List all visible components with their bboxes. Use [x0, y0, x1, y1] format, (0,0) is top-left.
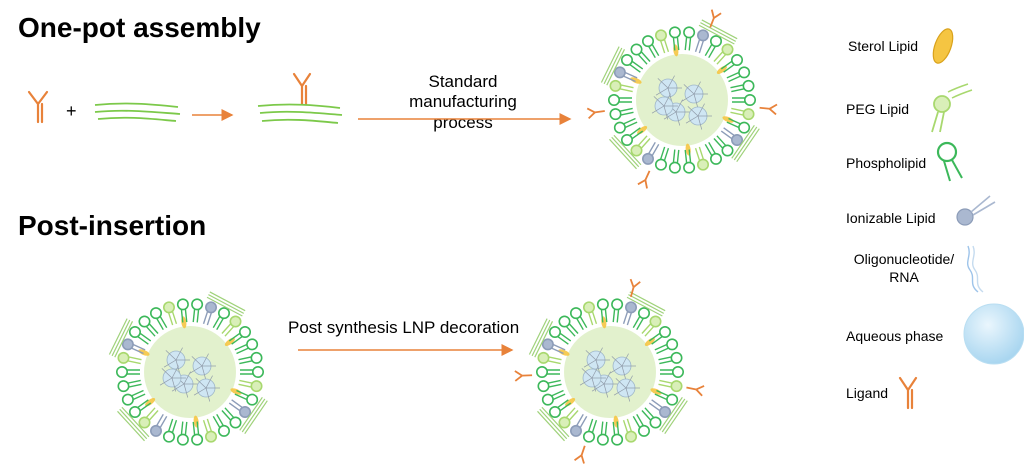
- lnp-particle-after-insertion: [514, 278, 705, 464]
- ligand-peg-conjugate-icon: [257, 72, 343, 124]
- ionizable-lipid-legend-icon: [956, 195, 996, 226]
- legend-label-ionizable: Ionizable Lipid: [846, 210, 936, 226]
- oligonucleotide-legend-icon: [967, 245, 984, 293]
- aqueous-phase-legend-icon: [963, 303, 1024, 365]
- peg-lipid-icon: [94, 102, 181, 122]
- legend-label-oligonucleotide: Oligonucleotide/ RNA: [853, 251, 955, 286]
- ligand-legend-icon: [898, 376, 918, 410]
- sterol-lipid-icon: [932, 28, 954, 64]
- legend-label-peg: PEG Lipid: [846, 101, 910, 117]
- peg-lipid-legend-icon: [931, 83, 973, 133]
- phospholipid-legend-icon: [936, 141, 963, 182]
- post-synthesis-label: Post synthesis LNP decoration: [288, 318, 520, 337]
- lnp-particle-before-insertion: [108, 291, 268, 446]
- lnp-particle-one-pot: [586, 9, 778, 189]
- heading-one-pot-assembly: One-pot assembly: [18, 12, 261, 43]
- standard-process-label: Standard manufacturing process: [409, 72, 517, 132]
- legend-label-aqueous: Aqueous phase: [846, 328, 944, 344]
- plus-sign: +: [66, 101, 77, 121]
- legend-label-phospholipid: Phospholipid: [846, 155, 927, 171]
- heading-post-insertion: Post-insertion: [18, 210, 207, 241]
- ligand-icon: [27, 90, 49, 124]
- legend-label-sterol: Sterol Lipid: [848, 38, 919, 54]
- legend-label-ligand: Ligand: [846, 385, 889, 401]
